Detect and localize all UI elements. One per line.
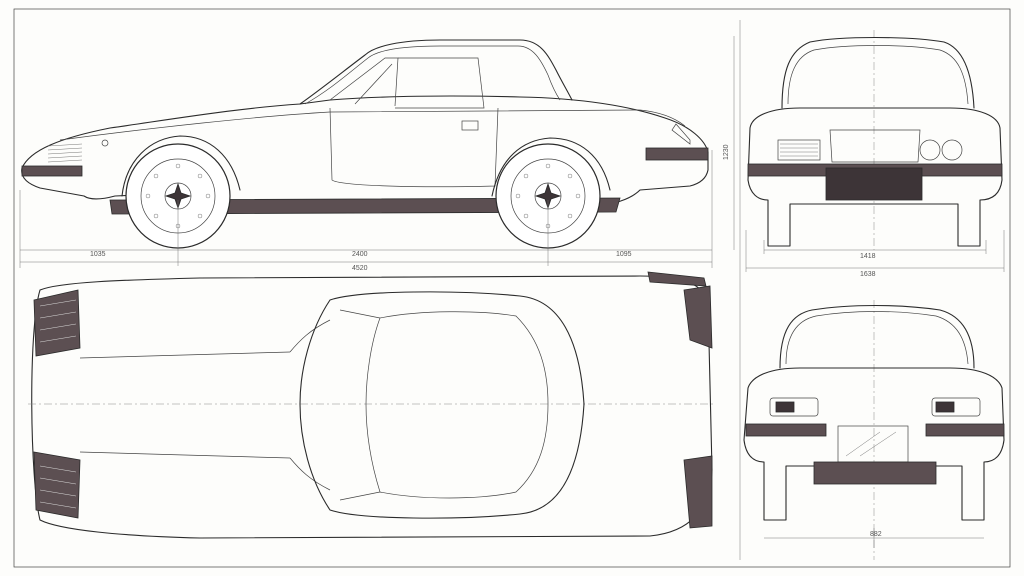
dim-wheelbase: 2400 (352, 251, 368, 258)
tail-lamp-right (931, 397, 981, 417)
sheet-border (13, 8, 1011, 568)
headlamp-left (919, 139, 941, 161)
side-view: 1035 2400 1095 4520 1230 (19, 36, 735, 272)
dim-rear-overhang: 1095 (616, 251, 632, 258)
dim-rear-track: 882 (870, 531, 882, 538)
rear-valance (813, 461, 937, 485)
door-handle (461, 120, 479, 131)
sill-strip (109, 197, 621, 215)
dim-front-overhang: 1035 (90, 251, 106, 258)
dim-overall-width: 1638 (860, 271, 876, 278)
front-view: 1418 1638 (745, 30, 1005, 278)
dim-front-track: 1418 (860, 253, 876, 260)
side-marker-light (101, 139, 109, 147)
tail-lamp-left (769, 397, 819, 417)
rear-bumper-right (925, 423, 1005, 437)
rear-bumper-strip (645, 147, 709, 161)
front-grille-left (777, 139, 821, 161)
front-plate-area (825, 167, 923, 201)
rear-lamp-right-top (683, 455, 713, 529)
rear-bumper-left (745, 423, 827, 437)
front-wheel-side (125, 143, 231, 249)
rear-plate (837, 425, 909, 463)
front-bumper-strip (21, 165, 83, 177)
front-grille-side (47, 143, 83, 163)
dim-overall-height: 1230 (723, 144, 730, 160)
front-grille-top (33, 289, 81, 519)
dim-overall-length: 4520 (352, 265, 368, 272)
headlamp-right (941, 139, 963, 161)
rear-view: 882 (743, 300, 1005, 560)
top-view (28, 271, 716, 539)
rear-lamp-left-top (683, 285, 713, 349)
